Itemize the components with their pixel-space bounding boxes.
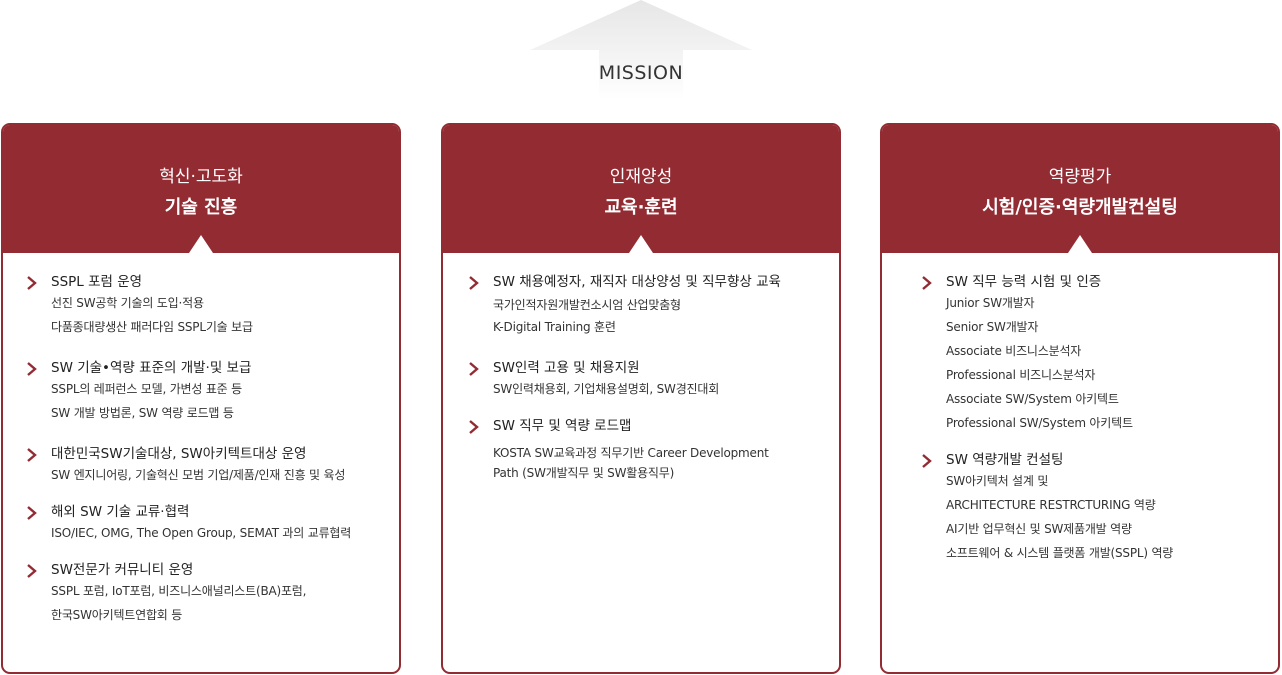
- card-title: 기술 진흥: [164, 197, 238, 218]
- card-body: SW 채용예정자, 재직자 대상양성 및 직무향상 교육 국가인적자원개발컨소시…: [467, 273, 829, 483]
- item-detail: Associate 비즈니스분석자: [946, 344, 1082, 358]
- item-detail: 국가인적자원개발컨소시엄 산업맞춤형: [493, 298, 681, 312]
- list-item: 대한민국SW기술대상, SW아키텍트대상 운영 SW 엔지니어링, 기술혁신 모…: [25, 445, 389, 487]
- item-detail: ARCHITECTURE RESTRCTURING 역량: [946, 498, 1156, 512]
- item-title: SW 채용예정자, 재직자 대상양성 및 직무향상 교육: [493, 274, 781, 290]
- list-item: SW전문가 커뮤니티 운영 SSPL 포럼, IoT포럼, 비즈니스애널리스트(…: [25, 561, 389, 627]
- list-item: SW 기술•역량 표준의 개발·및 보급 SSPL의 레퍼런스 모델, 가변성 …: [25, 359, 389, 425]
- item-title: SW 직무 및 역량 로드맵: [493, 418, 632, 434]
- item-detail: Professional SW/System 아키텍트: [946, 416, 1133, 430]
- card-title: 시험/인증·역량개발컨설팅: [982, 197, 1178, 218]
- header-notch: [629, 235, 653, 253]
- chevron-right-icon: [922, 454, 932, 468]
- up-arrow-icon: [530, 0, 752, 100]
- card-header: 인재양성 교육·훈련: [443, 125, 839, 253]
- chevron-right-icon: [469, 276, 479, 290]
- mission-label: MISSION: [598, 62, 684, 84]
- card-header: 혁신·고도화 기술 진흥: [3, 125, 399, 253]
- list-item: SSPL 포럼 운영 선진 SW공학 기술의 도입·적용 다품종대량생산 패러다…: [25, 273, 389, 339]
- item-detail: KOSTA SW교육과정 직무기반 Career Development: [493, 446, 769, 460]
- card-header: 역량평가 시험/인증·역량개발컨설팅: [882, 125, 1278, 253]
- card-education-training: 인재양성 교육·훈련 SW 채용예정자, 재직자 대상양성 및 직무향상 교육 …: [441, 123, 841, 674]
- card-competency-assessment: 역량평가 시험/인증·역량개발컨설팅 SW 직무 능력 시험 및 인증 Juni…: [880, 123, 1280, 674]
- card-subtitle: 역량평가: [1048, 167, 1112, 187]
- card-body: SSPL 포럼 운영 선진 SW공학 기술의 도입·적용 다품종대량생산 패러다…: [25, 273, 389, 627]
- item-title: SW 역량개발 컨설팅: [946, 452, 1064, 468]
- chevron-right-icon: [469, 420, 479, 434]
- item-detail: 한국SW아키텍트연합회 등: [51, 608, 183, 622]
- chevron-right-icon: [27, 276, 37, 290]
- item-detail: SSPL의 레퍼런스 모델, 가변성 표준 등: [51, 382, 242, 396]
- item-title: SW 직무 능력 시험 및 인증: [946, 274, 1102, 290]
- item-detail: Junior SW개발자: [946, 296, 1035, 310]
- chevron-right-icon: [922, 276, 932, 290]
- item-detail: Path (SW개발직무 및 SW활용직무): [493, 466, 675, 480]
- list-item: SW인력 고용 및 채용지원 SW인력채용회, 기업채용설명회, SW경진대회: [467, 359, 829, 401]
- item-detail: Associate SW/System 아키텍트: [946, 392, 1119, 406]
- item-detail: Senior SW개발자: [946, 320, 1039, 334]
- list-item: SW 역량개발 컨설팅 SW아키텍처 설계 및 ARCHITECTURE RES…: [920, 451, 1268, 565]
- chevron-right-icon: [469, 362, 479, 376]
- header-notch: [189, 235, 213, 253]
- item-detail: SW 엔지니어링, 기술혁신 모범 기업/제품/인재 진흥 및 육성: [51, 468, 346, 482]
- item-detail: SW인력채용회, 기업채용설명회, SW경진대회: [493, 382, 720, 396]
- item-detail: SW아키텍처 설계 및: [946, 474, 1049, 488]
- item-detail: 선진 SW공학 기술의 도입·적용: [51, 296, 204, 310]
- item-title: SW인력 고용 및 채용지원: [493, 360, 640, 376]
- item-title: 해외 SW 기술 교류·협력: [51, 504, 190, 520]
- item-detail: Professional 비즈니스분석자: [946, 368, 1096, 382]
- item-detail: ISO/IEC, OMG, The Open Group, SEMAT 과의 교…: [51, 526, 352, 540]
- card-subtitle: 인재양성: [609, 167, 673, 187]
- item-detail: SW 개발 방법론, SW 역량 로드맵 등: [51, 406, 234, 420]
- item-detail: AI기반 업무혁신 및 SW제품개발 역량: [946, 522, 1132, 536]
- item-detail: K-Digital Training 훈련: [493, 320, 616, 334]
- list-item: SW 직무 및 역량 로드맵 KOSTA SW교육과정 직무기반 Career …: [467, 417, 829, 483]
- list-item: SW 직무 능력 시험 및 인증 Junior SW개발자 Senior SW개…: [920, 273, 1268, 435]
- list-item: 해외 SW 기술 교류·협력 ISO/IEC, OMG, The Open Gr…: [25, 503, 389, 545]
- mission-arrow: MISSION: [530, 0, 752, 100]
- item-detail: 소프트웨어 & 시스템 플랫폼 개발(SSPL) 역량: [946, 546, 1174, 560]
- item-title: SW 기술•역량 표준의 개발·및 보급: [51, 360, 252, 376]
- chevron-right-icon: [27, 362, 37, 376]
- header-notch: [1068, 235, 1092, 253]
- item-title: SSPL 포럼 운영: [51, 274, 143, 290]
- item-detail: 다품종대량생산 패러다임 SSPL기술 보급: [51, 320, 253, 334]
- chevron-right-icon: [27, 506, 37, 520]
- card-body: SW 직무 능력 시험 및 인증 Junior SW개발자 Senior SW개…: [920, 273, 1268, 565]
- list-item: SW 채용예정자, 재직자 대상양성 및 직무향상 교육 국가인적자원개발컨소시…: [467, 273, 829, 337]
- item-title: SW전문가 커뮤니티 운영: [51, 562, 194, 578]
- chevron-right-icon: [27, 448, 37, 462]
- card-title: 교육·훈련: [604, 197, 678, 218]
- item-title: 대한민국SW기술대상, SW아키텍트대상 운영: [51, 446, 307, 462]
- card-tech-promotion: 혁신·고도화 기술 진흥 SSPL 포럼 운영 선진 SW공학 기술의 도입·적…: [1, 123, 401, 674]
- item-detail: SSPL 포럼, IoT포럼, 비즈니스애널리스트(BA)포럼,: [51, 584, 307, 598]
- chevron-right-icon: [27, 564, 37, 578]
- card-subtitle: 혁신·고도화: [159, 167, 243, 187]
